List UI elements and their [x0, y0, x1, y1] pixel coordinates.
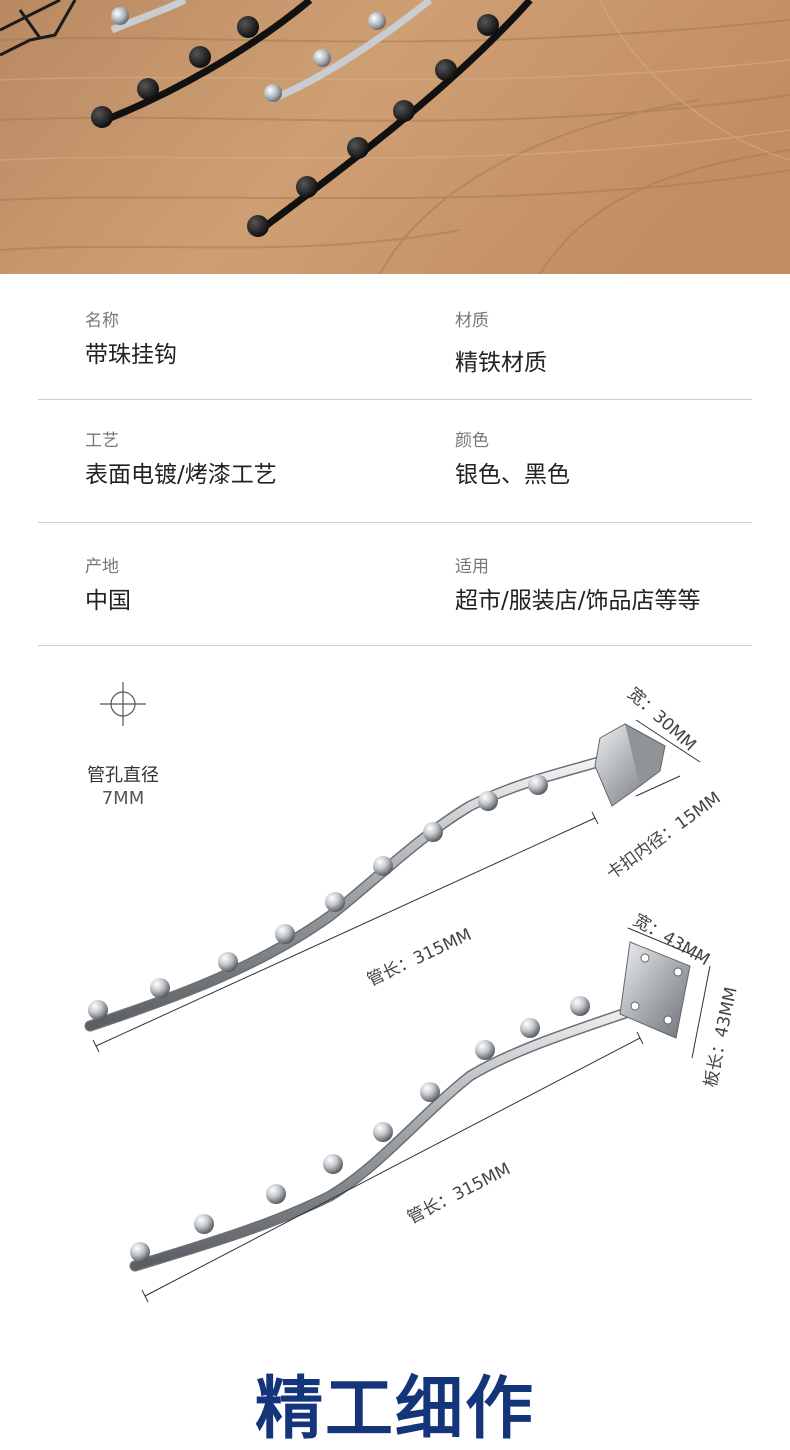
spec-label: 产地: [85, 557, 119, 577]
spec-origin: 产地 中国: [85, 556, 131, 616]
spec-value: 带珠挂钩: [85, 342, 177, 368]
spec-row: 名称 带珠挂钩 材质 精铁材质: [38, 274, 752, 400]
spec-process: 工艺 表面电镀/烤漆工艺: [85, 430, 277, 490]
spec-material: 材质 精铁材质: [455, 310, 547, 378]
spec-label: 名称: [85, 311, 119, 331]
spec-label: 工艺: [85, 431, 119, 451]
spec-row: 工艺 表面电镀/烤漆工艺 颜色 银色、黑色: [38, 400, 752, 523]
hole-diameter: 管孔直径 7MM: [70, 682, 176, 810]
spec-table: 名称 带珠挂钩 材质 精铁材质 工艺 表面电镀/烤漆工艺 颜色 银色、黑色 产地…: [38, 274, 752, 646]
section-title: 精工细作: [254, 1370, 535, 1449]
dimension-diagram: 管孔直径 7MM 宽：30MM 卡扣内径：15MM 管长：315MM 宽：43M…: [0, 646, 790, 1346]
hero-photo: [0, 0, 790, 274]
spec-value: 超市/服装店/饰品店等等: [455, 588, 701, 614]
spec-value: 精铁材质: [455, 350, 547, 376]
spec-label: 适用: [455, 557, 489, 577]
hooks-drawing: [84, 682, 711, 1303]
slatwall-hook: [84, 723, 666, 1032]
spec-color: 颜色 银色、黑色: [455, 430, 570, 490]
hole-diameter-label: 管孔直径: [87, 765, 159, 786]
spec-value: 表面电镀/烤漆工艺: [85, 462, 277, 488]
spec-label: 材质: [455, 311, 489, 331]
wood-background-with-hooks: [0, 0, 790, 274]
hole-diameter-value: 7MM: [101, 788, 145, 809]
spec-label: 颜色: [455, 431, 489, 451]
spec-name: 名称 带珠挂钩: [85, 310, 177, 370]
wall-plate-hook: [129, 941, 691, 1272]
spec-row: 产地 中国 适用 超市/服装店/饰品店等等: [38, 523, 752, 646]
spec-value: 银色、黑色: [455, 462, 570, 488]
spec-value: 中国: [85, 588, 131, 614]
spec-usage: 适用 超市/服装店/饰品店等等: [455, 556, 701, 616]
crosshair-icon: [100, 682, 146, 726]
